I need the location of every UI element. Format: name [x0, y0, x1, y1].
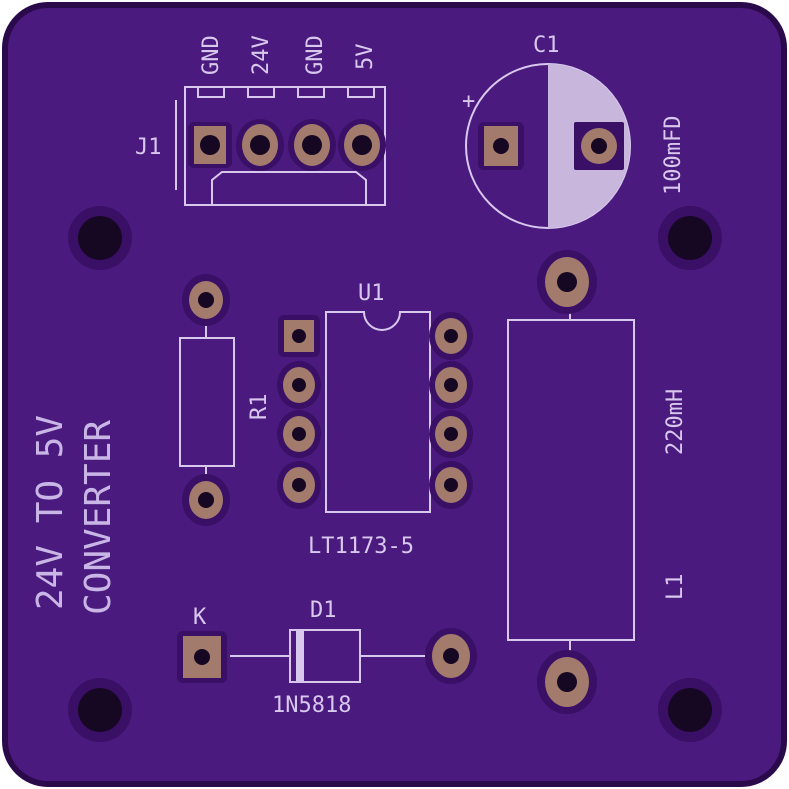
r1-ref-label: R1: [247, 394, 272, 421]
c1-value-label: 100mFD: [661, 116, 686, 195]
l1-value-label: 220mH: [663, 389, 688, 455]
u1-value-label: LT1173-5: [308, 534, 414, 559]
u1-ref-label: U1: [358, 281, 385, 306]
l1-ref-label: L1: [663, 574, 688, 601]
inductor-l1: 220mH L1: [507, 250, 688, 714]
j1-ref-label: J1: [135, 135, 162, 160]
board-title: 24V TO 5V CONVERTER: [30, 415, 119, 615]
d1-ref-label: D1: [310, 598, 337, 623]
c1-polarity-mark: +: [462, 89, 475, 114]
ic-u1: U1 LT1173-5: [277, 281, 473, 559]
j1-pin-label-1: GND: [199, 35, 224, 75]
d1-value-label: 1N5818: [272, 693, 351, 718]
j1-pin-label-4: 5V: [353, 44, 378, 71]
j1-pin-label-2: 24V: [249, 35, 274, 75]
d1-cathode-label: K: [193, 605, 207, 630]
j1-pin-label-3: GND: [303, 35, 328, 75]
board-title-line1: 24V TO 5V: [30, 415, 71, 610]
diode-d1: K D1 1N5818: [177, 598, 477, 718]
board-title-line2: CONVERTER: [78, 420, 119, 615]
c1-ref-label: C1: [533, 33, 560, 58]
connector-j1: GND 24V GND 5V J1: [135, 35, 386, 206]
resistor-r1: R1: [179, 274, 272, 526]
mounting-holes: [68, 206, 722, 742]
capacitor-c1: C1 + 100mFD: [462, 33, 686, 229]
